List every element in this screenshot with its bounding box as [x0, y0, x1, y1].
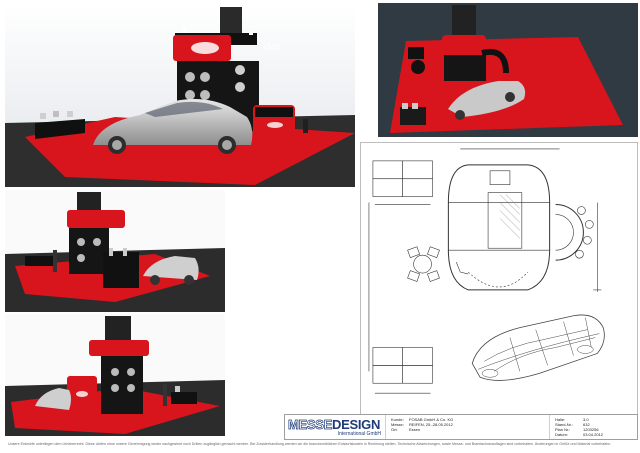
title-block-divider: [549, 415, 550, 439]
value-datum: 03.04.2012: [583, 432, 604, 437]
value-stand-nr: 632: [583, 422, 590, 427]
label-stand-nr: Stand-Nr.:: [555, 422, 574, 427]
label-kunde: Kunde:: [391, 417, 404, 422]
label-halle: Halle:: [555, 417, 566, 422]
title-block: MESSEDESIGN International GmbH Kunde: Me…: [284, 414, 638, 440]
logo-subtitle: International GmbH: [337, 431, 381, 437]
stand-render-side-view: [5, 190, 225, 312]
value-kunde: FOSAB GmbH & Co. KG: [409, 417, 454, 422]
title-block-divider: [385, 415, 386, 439]
logo-word-messe: MESSE: [288, 417, 333, 433]
value-messe: REIFEN, 25.-28.05.2012: [409, 422, 453, 427]
label-ort: Ort:: [391, 427, 398, 432]
logo-word-design: DESIGN: [332, 417, 381, 432]
title-block-values-right: 3.0 632 1203256 03.04.2012: [583, 417, 603, 437]
copyright-footer-note: Unsere Entwürfe unterliegen dem Urheberr…: [8, 442, 612, 446]
title-block-labels-left: Kunde: Messe: Ort:: [391, 417, 404, 432]
value-halle: 3.0: [583, 417, 589, 422]
title-block-values-left: FOSAB GmbH & Co. KG REIFEN, 25.-28.05.20…: [409, 417, 453, 432]
value-ort: Essen: [409, 427, 421, 432]
value-plan-nr: 1203256: [583, 427, 599, 432]
messe-design-logo: MESSEDESIGN International GmbH: [286, 416, 383, 438]
stand-render-rear-view: [5, 314, 225, 436]
label-datum: Datum:: [555, 432, 568, 437]
stand-render-perspective-main: +350: [5, 5, 355, 187]
height-label: +350: [262, 43, 281, 52]
label-plan-nr: Plan Nr.:: [555, 427, 571, 432]
label-messe: Messe:: [391, 422, 404, 427]
stand-render-top-view: [378, 3, 638, 137]
title-block-labels-right: Halle: Stand-Nr.: Plan Nr.: Datum:: [555, 417, 573, 437]
floor-plan-drawing: [360, 142, 638, 416]
